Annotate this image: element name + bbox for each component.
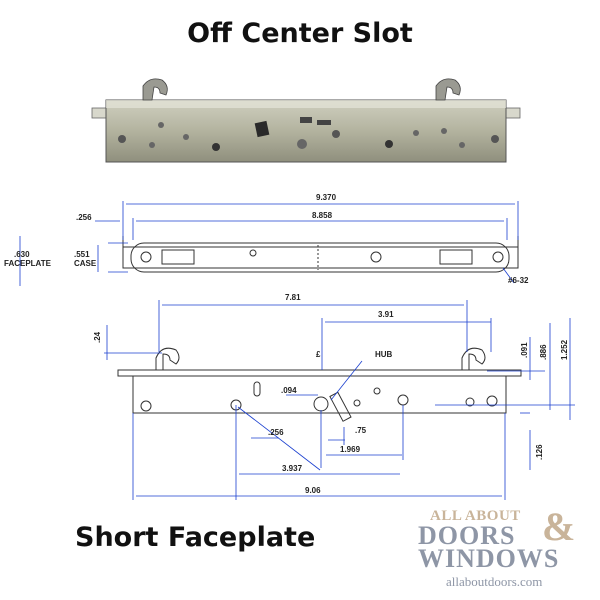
dim-9370: 9.370 [316, 193, 337, 202]
bottom-drawing [117, 347, 522, 422]
dim-886: .886 [539, 344, 548, 360]
dim-094: .094 [281, 386, 297, 395]
lock-photo [91, 78, 521, 163]
dim-630: .630 [14, 250, 30, 259]
brand-logo: ALL ABOUT DOORS & WINDOWS allaboutdoors.… [418, 504, 575, 589]
label-screw-size: #6-32 [508, 276, 529, 285]
dim-3937: 3.937 [282, 464, 303, 473]
dim-781: 7.81 [285, 293, 301, 302]
dim-551: .551 [74, 250, 90, 259]
dim-906: 9.06 [305, 486, 321, 495]
dim-256-bottom: .256 [268, 428, 284, 437]
label-hub: HUB [375, 350, 393, 359]
brand-url: allaboutdoors.com [446, 574, 542, 589]
dim-8858: 8.858 [312, 211, 333, 220]
title-short-faceplate: Short Faceplate [75, 522, 316, 553]
title-off-center-slot: Off Center Slot [187, 18, 413, 49]
brand-line-1: ALL ABOUT [430, 508, 521, 524]
dim-1252: 1.252 [560, 339, 569, 360]
dim-256-top: .256 [76, 213, 92, 222]
brand-line-3: WINDOWS [418, 544, 559, 573]
dim-391: 3.91 [378, 310, 394, 319]
top-dimensions [19, 201, 519, 286]
label-case: CASE [74, 259, 97, 268]
dim-126: .126 [535, 444, 544, 460]
dim-091: .091 [520, 342, 529, 358]
label-faceplate: FACEPLATE [4, 259, 52, 268]
dim-1969: 1.969 [340, 445, 361, 454]
brand-ampersand: & [542, 504, 575, 549]
top-drawing [122, 236, 519, 273]
dim-24: .24 [93, 331, 102, 343]
label-centerline: £ [316, 350, 321, 359]
bottom-dimensions [104, 300, 575, 500]
dim-75: .75 [355, 426, 367, 435]
brand-line-2: DOORS [418, 521, 515, 550]
